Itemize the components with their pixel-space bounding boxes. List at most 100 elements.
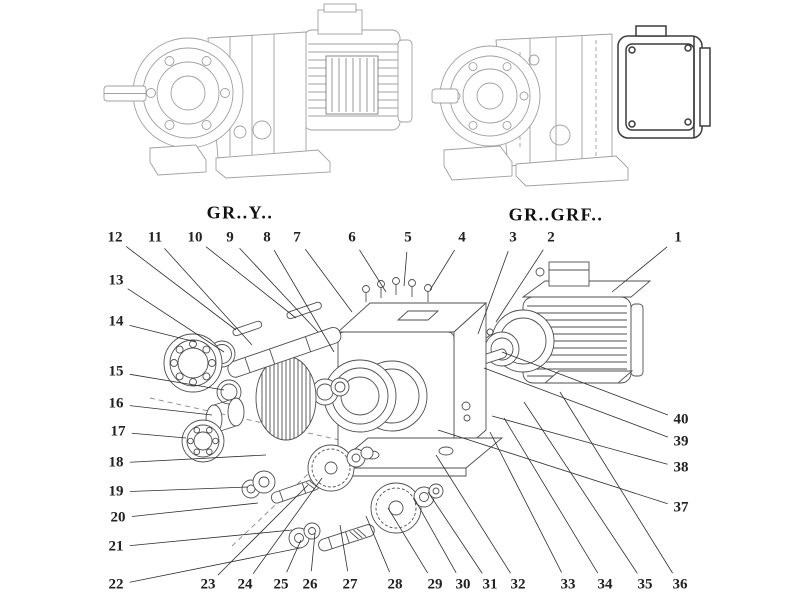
callout-36: 36 [672, 576, 688, 593]
callout-32: 32 [510, 576, 526, 593]
leader-line-22 [129, 547, 301, 583]
gearmotor-gr-y-drawing [103, 3, 413, 179]
callout-29: 29 [427, 576, 443, 593]
leader-line-10 [205, 246, 297, 319]
callout-3: 3 [509, 229, 517, 246]
bearing-small [181, 419, 225, 463]
leader-line-37 [437, 429, 668, 505]
callout-17: 17 [110, 423, 126, 440]
leader-line-39 [483, 367, 669, 438]
callout-6: 6 [348, 229, 356, 246]
leader-line-2 [495, 249, 544, 323]
spacer-rings [311, 377, 350, 406]
leader-line-27 [339, 524, 349, 572]
leader-line-19 [129, 486, 249, 492]
leader-line-21 [129, 529, 293, 547]
eye-bolt [535, 267, 545, 277]
leader-line-25 [286, 539, 302, 573]
callout-38: 38 [673, 459, 689, 476]
gearmotor-gr-grf-drawing [431, 25, 711, 187]
leader-line-3 [477, 251, 509, 335]
fan-cover [617, 25, 711, 139]
leader-line-30 [413, 497, 457, 573]
leader-line-35 [523, 401, 638, 574]
leader-line-40 [501, 351, 669, 416]
callout-39: 39 [673, 433, 689, 450]
callout-23: 23 [200, 576, 216, 593]
callout-12: 12 [107, 229, 123, 246]
callout-20: 20 [110, 509, 126, 526]
leader-line-8 [273, 249, 335, 353]
callout-37: 37 [673, 499, 689, 516]
motor-terminal-box [548, 261, 590, 287]
callout-11: 11 [147, 229, 163, 246]
callout-10: 10 [187, 229, 203, 246]
callout-18: 18 [108, 454, 124, 471]
callout-34: 34 [597, 576, 613, 593]
callout-26: 26 [302, 576, 318, 593]
variant-label-gr-grf: GR..GRF.. [508, 204, 604, 225]
callout-28: 28 [387, 576, 403, 593]
leader-line-29 [387, 507, 429, 574]
leader-line-17 [131, 432, 187, 439]
callout-24: 24 [237, 576, 253, 593]
shaft-key-long [286, 301, 322, 320]
inspection-plate [396, 310, 440, 321]
callout-27: 27 [342, 576, 358, 593]
leader-line-31 [427, 491, 483, 574]
cover-bolts [362, 277, 432, 302]
leader-line-16 [129, 405, 213, 416]
leader-line-24 [252, 477, 323, 574]
callout-9: 9 [226, 229, 234, 246]
motor-foot [543, 370, 634, 384]
callout-21: 21 [108, 538, 124, 555]
leader-line-14 [129, 325, 197, 343]
leader-line-6 [359, 249, 387, 293]
bearing-large [163, 333, 223, 393]
large-gear [255, 355, 317, 441]
callout-2: 2 [547, 229, 555, 246]
leader-line-12 [125, 246, 237, 331]
leader-line-26 [310, 532, 316, 572]
leader-line-15 [129, 373, 225, 391]
motor [491, 261, 652, 384]
callout-14: 14 [108, 313, 124, 330]
callout-25: 25 [273, 576, 289, 593]
leader-line-13 [127, 288, 225, 353]
leader-line-23 [217, 484, 309, 576]
callout-1: 1 [674, 229, 682, 246]
callout-15: 15 [108, 363, 124, 380]
leader-line-1 [611, 246, 668, 293]
leader-lines [125, 246, 673, 583]
leader-line-34 [503, 417, 599, 574]
callout-5: 5 [404, 229, 412, 246]
callout-30: 30 [455, 576, 471, 593]
leader-line-38 [491, 415, 668, 465]
callout-19: 19 [108, 483, 124, 500]
leader-line-32 [435, 454, 511, 574]
leader-line-7 [305, 248, 353, 313]
callout-22: 22 [108, 576, 124, 593]
terminal-box [317, 9, 363, 35]
callout-8: 8 [263, 229, 271, 246]
input-coupling [480, 331, 520, 367]
leader-line-9 [239, 247, 319, 333]
leader-line-28 [365, 515, 390, 573]
callout-40: 40 [673, 411, 689, 428]
callout-16: 16 [108, 395, 124, 412]
leader-line-5 [403, 251, 408, 287]
output-pinion-assembly [288, 482, 444, 552]
variant-label-gr-y: GR..Y.. [206, 202, 274, 223]
leader-line-33 [489, 431, 562, 573]
callout-4: 4 [458, 229, 466, 246]
leader-line-36 [559, 391, 673, 574]
callout-31: 31 [482, 576, 498, 593]
leader-line-20 [131, 502, 259, 517]
leader-line-4 [429, 249, 456, 291]
leader-line-11 [164, 248, 253, 346]
leader-line-18 [129, 454, 267, 463]
callout-7: 7 [293, 229, 301, 246]
callout-35: 35 [637, 576, 653, 593]
